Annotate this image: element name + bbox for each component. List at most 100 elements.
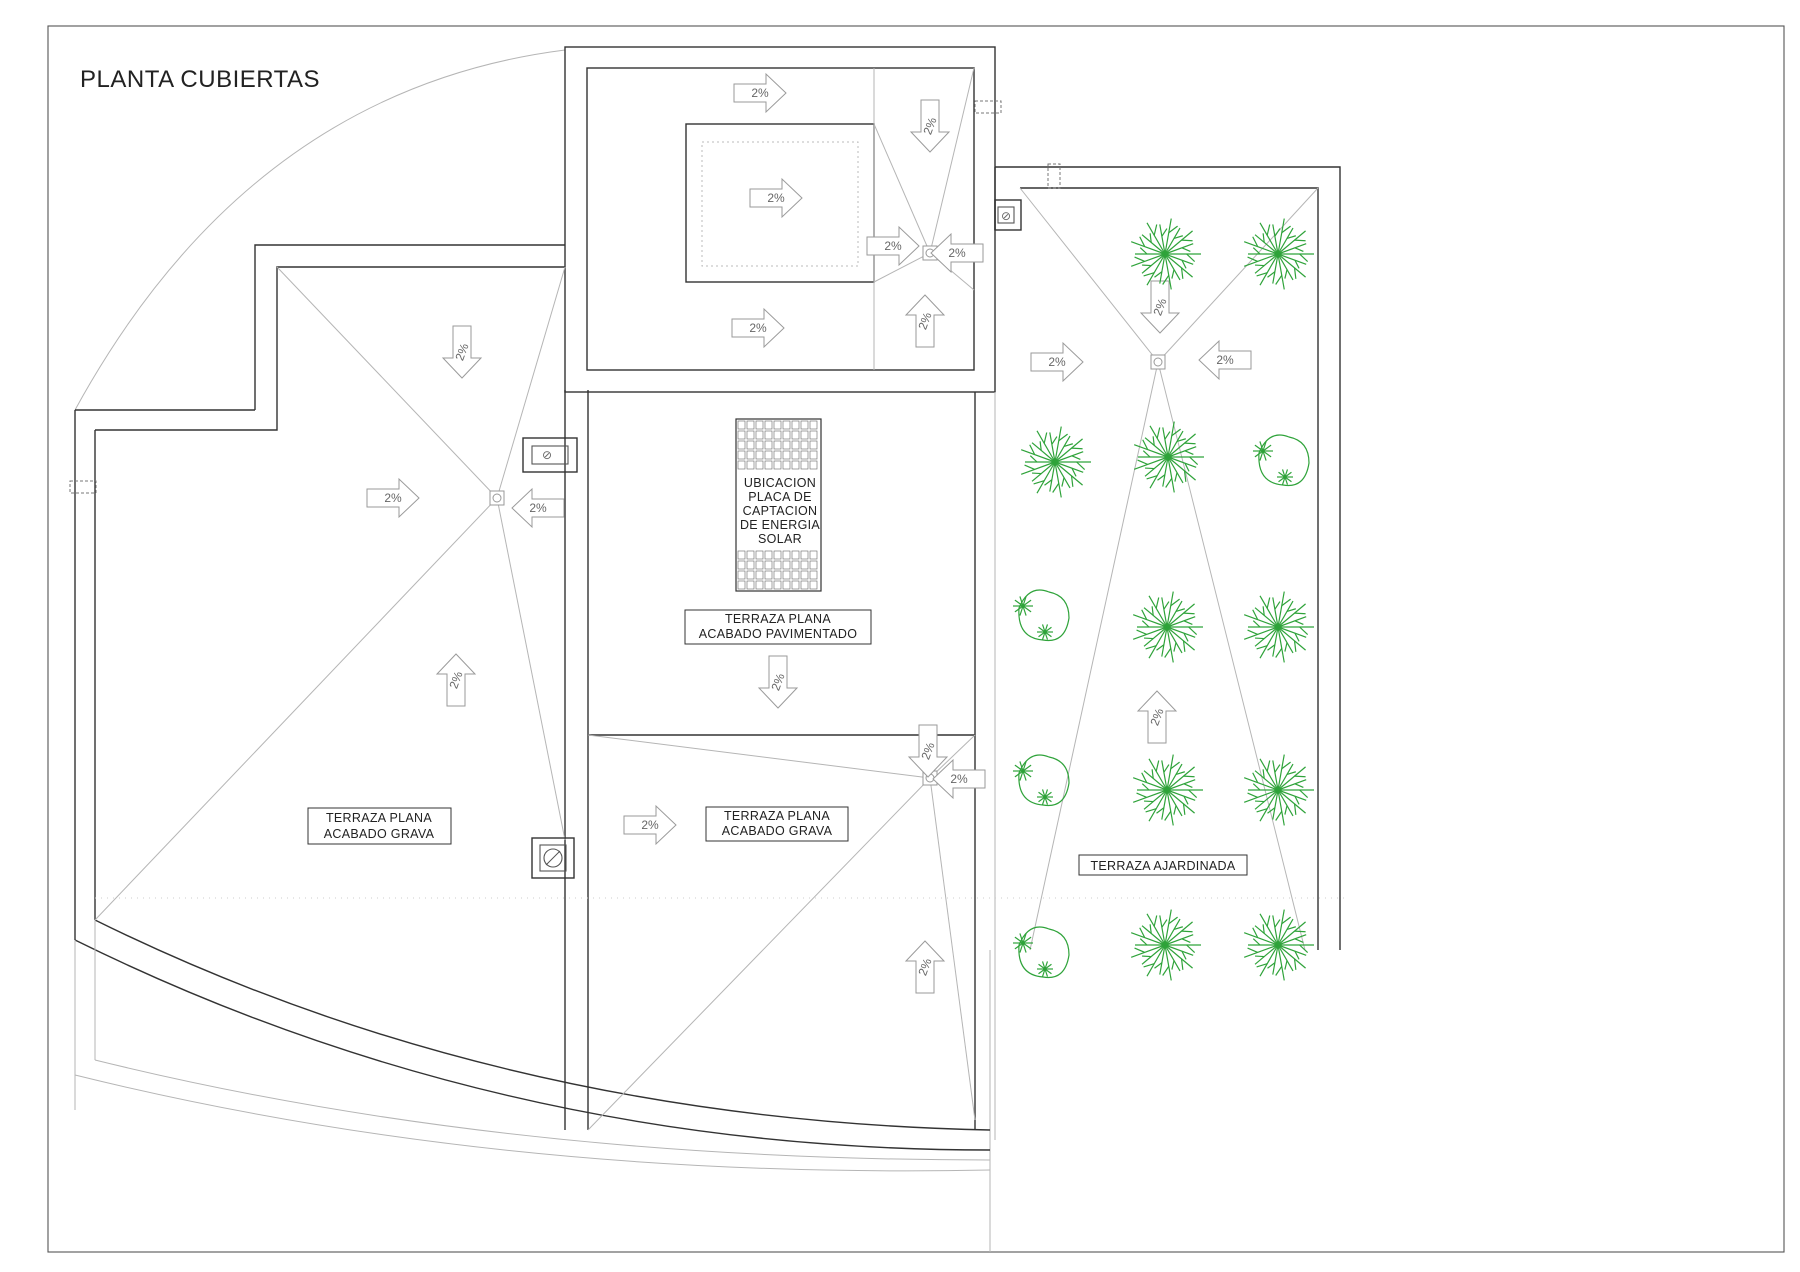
solar-cell: [782, 430, 791, 440]
shrub: [1013, 926, 1070, 979]
palm-tree: [1020, 426, 1091, 498]
south-curve-1: [74, 939, 991, 1151]
slope-arrow: 2%: [909, 99, 951, 153]
slope-arrow: 2%: [907, 724, 949, 778]
label-line: TERRAZA PLANA: [326, 811, 432, 825]
solar-cell: [764, 460, 773, 470]
slope-label: 2%: [749, 321, 767, 335]
sheet-border: [47, 25, 1785, 1253]
slope-arrow: 2%: [511, 487, 565, 529]
slope-label: 2%: [452, 341, 471, 362]
solar-cell: [809, 560, 818, 570]
palm-tree: [1130, 909, 1201, 981]
west-roof-outer: [74, 244, 565, 940]
slope-arrow: 2%: [1030, 341, 1084, 383]
slope-label: 2%: [884, 239, 902, 253]
garden-vegetation: [1013, 218, 1314, 981]
slope-label: 2%: [384, 491, 402, 505]
solar-cell: [773, 450, 782, 460]
label-line: TERRAZA PLANA: [725, 612, 831, 626]
label-solar: UBICACION PLACA DE CAPTACION DE ENERGIA …: [738, 472, 820, 550]
drain-west: [489, 490, 505, 506]
slope-label: 2%: [767, 191, 785, 205]
solar-line: SOLAR: [758, 532, 802, 546]
solar-cell: [755, 450, 764, 460]
label-terraza-pavimentado: TERRAZA PLANA ACABADO PAVIMENTADO: [684, 609, 872, 645]
palm-tree: [1243, 218, 1314, 290]
slope-arrow: 2%: [366, 477, 420, 519]
solar-cell: [764, 560, 773, 570]
label-terraza-ajardinada: TERRAZA AJARDINADA: [1078, 854, 1248, 876]
solar-cell: [782, 550, 791, 560]
slope-label: 2%: [641, 818, 659, 832]
solar-cell: [737, 440, 746, 450]
solar-cell: [809, 550, 818, 560]
solar-cell: [782, 420, 791, 430]
solar-cell: [764, 570, 773, 580]
solar-cell: [800, 560, 809, 570]
solar-cell: [782, 460, 791, 470]
solar-cell: [791, 550, 800, 560]
vent-south: [531, 837, 575, 879]
solar-cell: [800, 550, 809, 560]
solar-cell: [764, 450, 773, 460]
south-curve-2: [94, 919, 991, 1131]
drawing-title: PLANTA CUBIERTAS: [80, 66, 321, 93]
solar-cell: [773, 570, 782, 580]
solar-cell: [791, 460, 800, 470]
solar-cell: [791, 560, 800, 570]
solar-cell: [764, 430, 773, 440]
solar-cell: [737, 450, 746, 460]
label-line: ACABADO PAVIMENTADO: [699, 627, 858, 641]
palm-tree: [1132, 754, 1203, 826]
scupper-west: [69, 480, 97, 494]
solar-line: PLACA DE: [748, 490, 812, 504]
slope-arrow: 2%: [1139, 280, 1181, 334]
solar-cell: [746, 570, 755, 580]
slope-label: 2%: [1216, 353, 1234, 367]
slope-arrow: 2%: [930, 232, 984, 274]
downpipe-box: [994, 199, 1022, 231]
solar-cell: [791, 440, 800, 450]
solar-line: CAPTACION: [743, 504, 818, 518]
solar-cell: [746, 420, 755, 430]
solar-cell: [782, 560, 791, 570]
solar-cell: [809, 450, 818, 460]
palm-tree: [1243, 591, 1314, 663]
solar-cell: [755, 550, 764, 560]
palm-tree: [1243, 909, 1314, 981]
solar-cell: [755, 420, 764, 430]
solar-cell: [755, 460, 764, 470]
solar-cell: [800, 460, 809, 470]
solar-cell: [746, 460, 755, 470]
outer-arc: [74, 49, 566, 411]
solar-cell: [737, 420, 746, 430]
slope-arrow: 2%: [866, 225, 920, 267]
solar-cell: [791, 430, 800, 440]
solar-cell: [773, 420, 782, 430]
palm-tree: [1130, 218, 1201, 290]
slope-arrow: 2%: [904, 940, 946, 994]
slope-label: 2%: [950, 772, 968, 786]
solar-cell: [755, 440, 764, 450]
solar-cell: [737, 560, 746, 570]
solar-cell: [773, 580, 782, 590]
label-line: ACABADO GRAVA: [722, 824, 833, 838]
solar-cell: [791, 580, 800, 590]
solar-cell: [755, 560, 764, 570]
svg-text:⊘: ⊘: [1001, 209, 1011, 223]
solar-cell: [746, 580, 755, 590]
solar-cell: [737, 430, 746, 440]
solar-cell: [746, 440, 755, 450]
solar-cell: [809, 430, 818, 440]
solar-cell: [773, 550, 782, 560]
label-terraza-grava-west: TERRAZA PLANA ACABADO GRAVA: [307, 807, 452, 845]
solar-cell: [791, 450, 800, 460]
solar-cell: [746, 450, 755, 460]
solar-cell: [809, 570, 818, 580]
solar-cell: [755, 570, 764, 580]
solar-cell: [773, 430, 782, 440]
palm-tree: [1133, 421, 1204, 493]
solar-cell: [782, 440, 791, 450]
